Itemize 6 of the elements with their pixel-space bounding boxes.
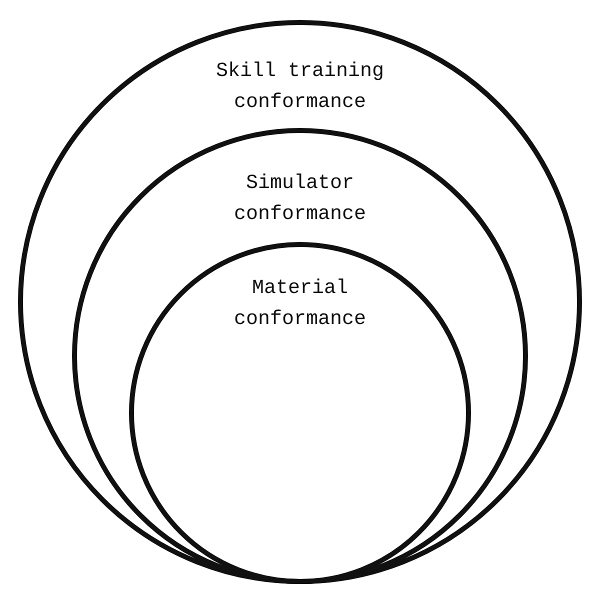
scope-circle <box>129 242 471 584</box>
circle-label: Material conformance <box>234 276 366 333</box>
scope-circle <box>72 128 528 584</box>
scope-circle <box>18 20 582 584</box>
circle-label: Skill training conformance <box>216 59 384 116</box>
circle-label: Simulator conformance <box>234 171 366 228</box>
